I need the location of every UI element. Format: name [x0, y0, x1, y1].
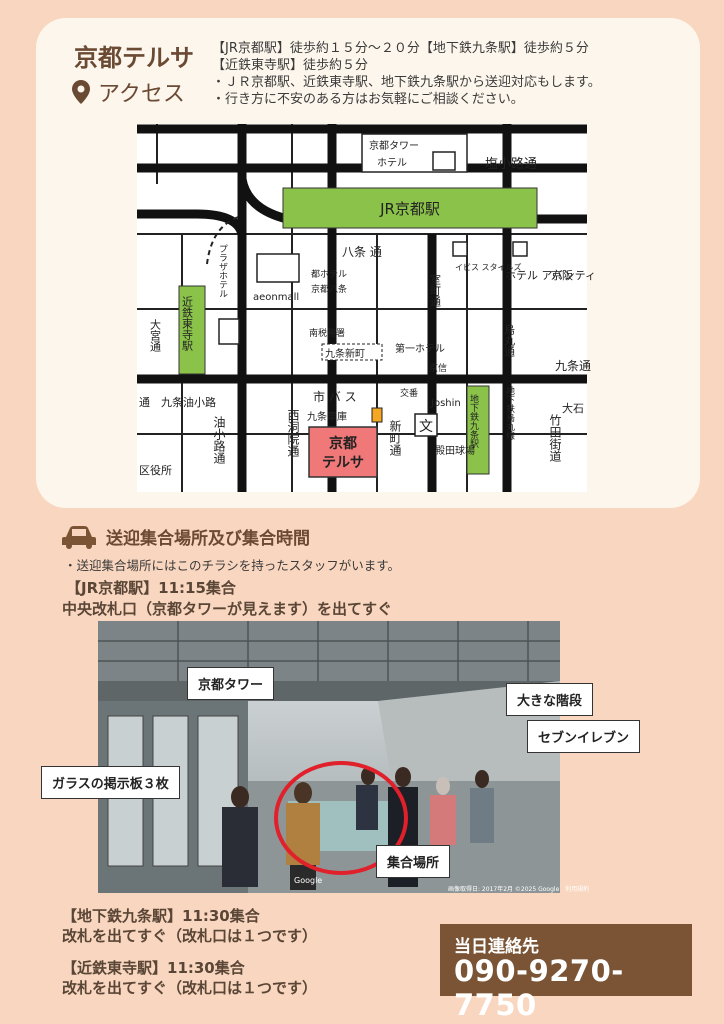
info-line: ・ＪＲ京都駅、近鉄東寺駅、地下鉄九条駅から送迎対応もします。	[212, 75, 601, 90]
location-pin-icon	[72, 80, 90, 104]
map-label-tower-hotel: ホテル	[377, 157, 407, 169]
access-heading: アクセス	[72, 76, 185, 108]
map-label-karasuma: 烏丸通	[503, 323, 516, 357]
map-label-miyako: 都ホテル	[311, 269, 347, 280]
map-label-miyako-2: 京都八条	[311, 283, 347, 295]
area-map: JR京都駅 京都タワー ホテル 塩小路通 八条 通 都ホテル 京都八条 aeon…	[137, 124, 596, 492]
map-label-muromachi: 室町通	[429, 273, 442, 307]
map-label-kujo-dori: 九条通	[555, 359, 591, 373]
contact-box: 当日連絡先 090-9270-7750	[440, 924, 692, 1022]
label-meeting-point: 集合場所	[376, 845, 451, 878]
section-title-text: 送迎集合場所及び集合時間	[106, 529, 310, 549]
info-line: 【JR京都駅】徒歩約１５分～２０分【地下鉄九条駅】徒歩約５分	[212, 41, 589, 56]
map-label-subway-kujo: 地下鉄九条駅	[468, 393, 479, 449]
meeting-section-title: 送迎集合場所及び集合時間	[62, 524, 310, 549]
map-label-koban: 交番	[400, 387, 418, 399]
map-label-ibis: イビス スタイルズ	[455, 262, 522, 272]
map-label-bus-1: 市 バ ス	[313, 389, 357, 404]
map-label-shiokoji: 塩小路通	[485, 156, 537, 172]
kintetsu-meeting-time: 【近鉄東寺駅】11:30集合	[62, 959, 245, 977]
label-stairs: 大きな階段	[506, 683, 594, 716]
map-label-aburanokoji: 油小路通	[212, 416, 226, 464]
photo-credit: 画像取得日: 2017年2月 ©2025 Google 利用規約	[448, 885, 589, 893]
jr-meeting-time: 【JR京都駅】11:15集合	[66, 579, 236, 597]
map-label-kintetsu: 近鉄東寺駅	[181, 296, 194, 352]
map-label-keihan: 京阪	[551, 268, 573, 282]
map-label-hachijo: 八条 通	[342, 245, 382, 259]
map-label-dori: 通	[139, 396, 150, 409]
map-label-daiichi-hotel: 第一ホテル	[395, 342, 445, 355]
label-seven-eleven: セブンイレブン	[527, 720, 641, 753]
map-label-kyoshin: 京信	[429, 362, 447, 374]
contact-label: 当日連絡先	[454, 937, 539, 957]
subway-meeting-desc: 改札を出てすぐ（改札口は１つです）	[62, 927, 318, 945]
map-label-kujo-aburanokoji: 九条油小路	[161, 395, 216, 409]
info-line: 【近鉄東寺駅】徒歩約５分	[212, 58, 369, 73]
map-label-aeonmall: aeonmall	[253, 292, 299, 303]
map-label-ward-office: 区役所	[139, 463, 172, 477]
jr-meeting-desc: 中央改札口（京都タワーが見えます）を出てすぐ	[62, 600, 393, 618]
map-label-omiya: 大宮通	[149, 318, 162, 352]
map-label-avanti: ホテル アバンティ	[505, 269, 596, 282]
map-label-tonoda: 殿田球場	[435, 444, 475, 457]
map-label-bus-2: 九条車庫	[307, 410, 347, 423]
staff-note: ・送迎集合場所にはこのチラシを持ったスタッフがいます。	[64, 558, 401, 573]
map-label-jr-station: JR京都駅	[379, 200, 440, 218]
map-label-shinmachi: 新町通	[388, 419, 402, 456]
map-label-joshin: Joshin	[430, 398, 461, 409]
map-label-plaza-hotel: プラザホテル	[217, 244, 228, 298]
subway-meeting-time: 【地下鉄九条駅】11:30集合	[62, 907, 260, 925]
label-kyoto-tower: 京都タワー	[187, 667, 275, 700]
map-label-school: 文	[419, 419, 433, 435]
kintetsu-meeting-desc: 改札を出てすぐ（改札口は１つです）	[62, 979, 318, 997]
map-label-takeda: 竹田街道	[548, 414, 562, 462]
access-info: 【JR京都駅】徒歩約１５分～２０分【地下鉄九条駅】徒歩約５分 【近鉄東寺駅】徒歩…	[212, 40, 601, 108]
info-line: ・行き方に不安のある方はお気軽にご相談ください。	[212, 92, 524, 107]
google-logo: Google	[294, 876, 322, 885]
map-label-nishinotoin: 西洞院通	[286, 409, 300, 457]
label-glass-boards: ガラスの掲示板３枚	[41, 766, 180, 799]
map-label-terrsa-1: 京都	[329, 435, 357, 452]
map-label-subway-line: 地下鉄烏丸線	[504, 385, 515, 440]
access-label: アクセス	[98, 82, 185, 107]
car-icon	[62, 525, 96, 549]
station-photo: 画像取得日: 2017年2月 ©2025 Google 利用規約 Google	[98, 621, 589, 893]
map-label-kujo-shinmachi: 九条新町	[325, 347, 365, 360]
contact-phone[interactable]: 090-9270-7750	[454, 954, 624, 1022]
map-label-ohashi: 大石	[562, 401, 584, 415]
map-label-tower: 京都タワー	[369, 139, 419, 152]
map-label-terrsa-2: テルサ	[322, 455, 364, 471]
map-label-tax-office: 南税務署	[309, 327, 345, 339]
page-title: 京都テルサ	[74, 44, 194, 72]
